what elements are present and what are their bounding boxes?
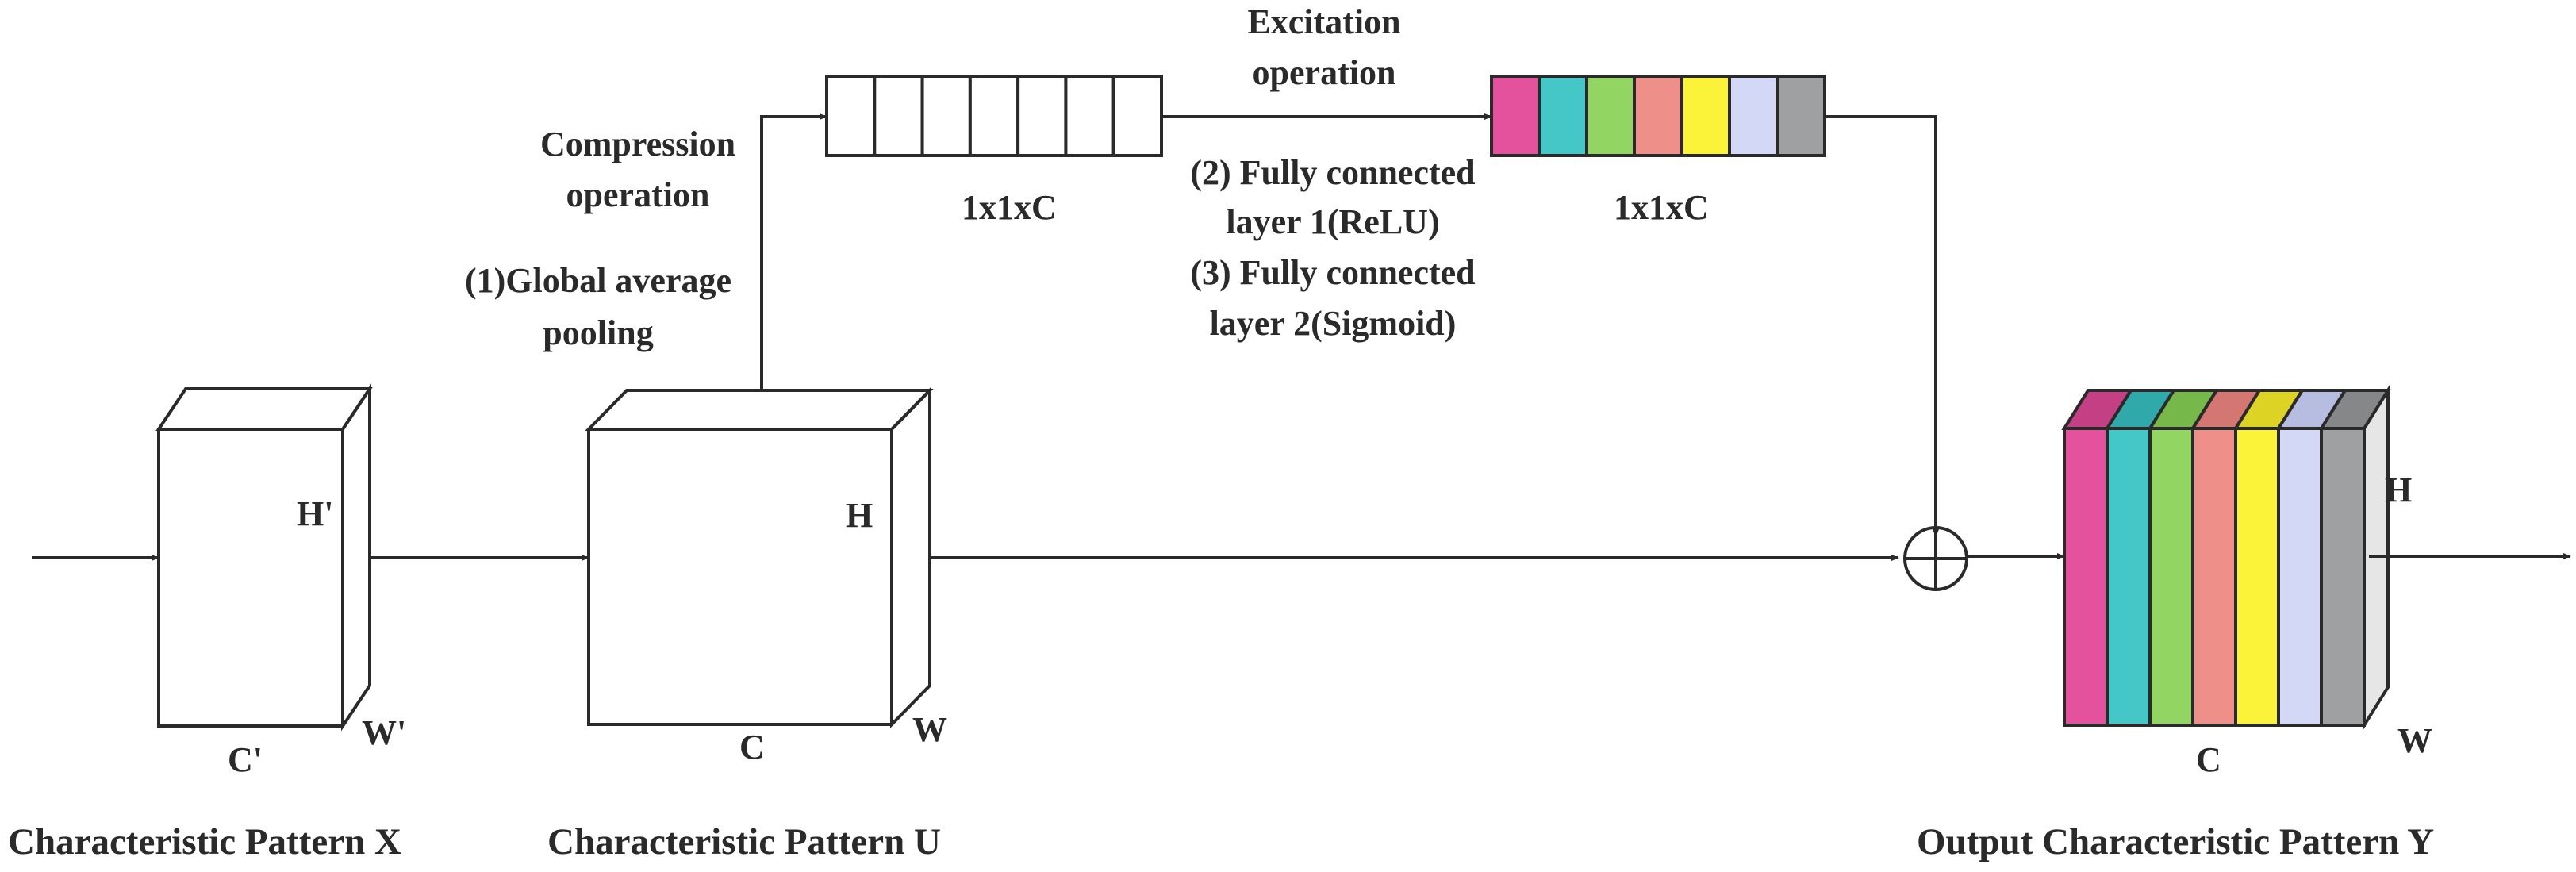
squeeze-vector-cell (873, 75, 924, 157)
excitation-vector (1490, 75, 1826, 157)
pattern-y-channel (2320, 427, 2366, 727)
compression-label-line2: operation (566, 175, 710, 214)
squeeze-vector-cell (920, 75, 972, 157)
pattern-u-front-face (587, 428, 893, 726)
pattern-y-channel (2106, 427, 2152, 727)
excitation-label-line1: Excitation (1247, 2, 1400, 41)
pattern-x-block (155, 383, 373, 732)
pattern-u-w-label: W (912, 710, 947, 749)
squeeze-vector-cell (1111, 75, 1163, 157)
pattern-y-w-label: W (2397, 721, 2432, 760)
excitation-vector-cell (1633, 75, 1683, 157)
squeeze-vector-cell (1064, 75, 1115, 157)
pattern-y-channel (2063, 427, 2109, 727)
pattern-x-caption: Characteristic Pattern X (8, 821, 401, 862)
pattern-u-c-label: C (739, 728, 765, 766)
excitation-vector-cell (1680, 75, 1731, 157)
fc1-label-line1: (2) Fully connected (1190, 153, 1475, 192)
pattern-x-w-label: W' (362, 713, 406, 752)
pattern-y-channel (2148, 427, 2194, 727)
gap-label-line1: (1)Global average (465, 261, 731, 300)
fc1-label-line2: layer 1(ReLU) (1226, 202, 1439, 241)
pattern-u-caption: Characteristic Pattern U (547, 821, 941, 862)
pattern-y-channel (2191, 427, 2237, 727)
pattern-x-c-label: C' (228, 740, 263, 779)
pattern-x-h-label: H' (297, 494, 333, 533)
squeeze-vector (825, 75, 1163, 157)
squeeze-vector-label: 1x1xC (962, 188, 1057, 227)
pattern-y-c-label: C (2196, 740, 2221, 779)
squeeze-vector-cell (1016, 75, 1068, 157)
excitation-vector-label: 1x1xC (1614, 188, 1709, 227)
scale-operator-icon (1903, 526, 1968, 591)
pattern-y-caption: Output Characteristic Pattern Y (1917, 821, 2434, 862)
compression-label-line1: Compression (540, 125, 735, 163)
fc2-label-line1: (3) Fully connected (1190, 253, 1475, 292)
pattern-x-side-face (341, 383, 371, 732)
excitation-vector-cell (1490, 75, 1541, 157)
fc2-label-line2: layer 2(Sigmoid) (1210, 304, 1457, 343)
pattern-x-top-face (155, 387, 373, 431)
excitation-vector-cell (1538, 75, 1588, 157)
pattern-u-top-face (585, 389, 934, 431)
pattern-u-block (585, 386, 934, 728)
excitation-vector-cell (1585, 75, 1636, 157)
pattern-y-channel (2277, 427, 2323, 727)
squeeze-vector-cell (825, 75, 877, 157)
excitation-vector-cell (1728, 75, 1779, 157)
excitation-vector-cell (1776, 75, 1826, 157)
pattern-u-side-face (890, 386, 931, 728)
pattern-x-front-face (157, 428, 344, 728)
pattern-u-h-label: H (846, 496, 873, 535)
pattern-y-h-label: H (2385, 471, 2412, 509)
gap-label-line2: pooling (543, 313, 653, 352)
squeeze-vector-cell (968, 75, 1020, 157)
pattern-y-channel (2234, 427, 2280, 727)
pattern-y-block (2061, 385, 2391, 731)
excitation-label-line2: operation (1253, 53, 1396, 92)
scale-arrow (1825, 115, 1939, 537)
pooling-arrow (760, 113, 827, 390)
